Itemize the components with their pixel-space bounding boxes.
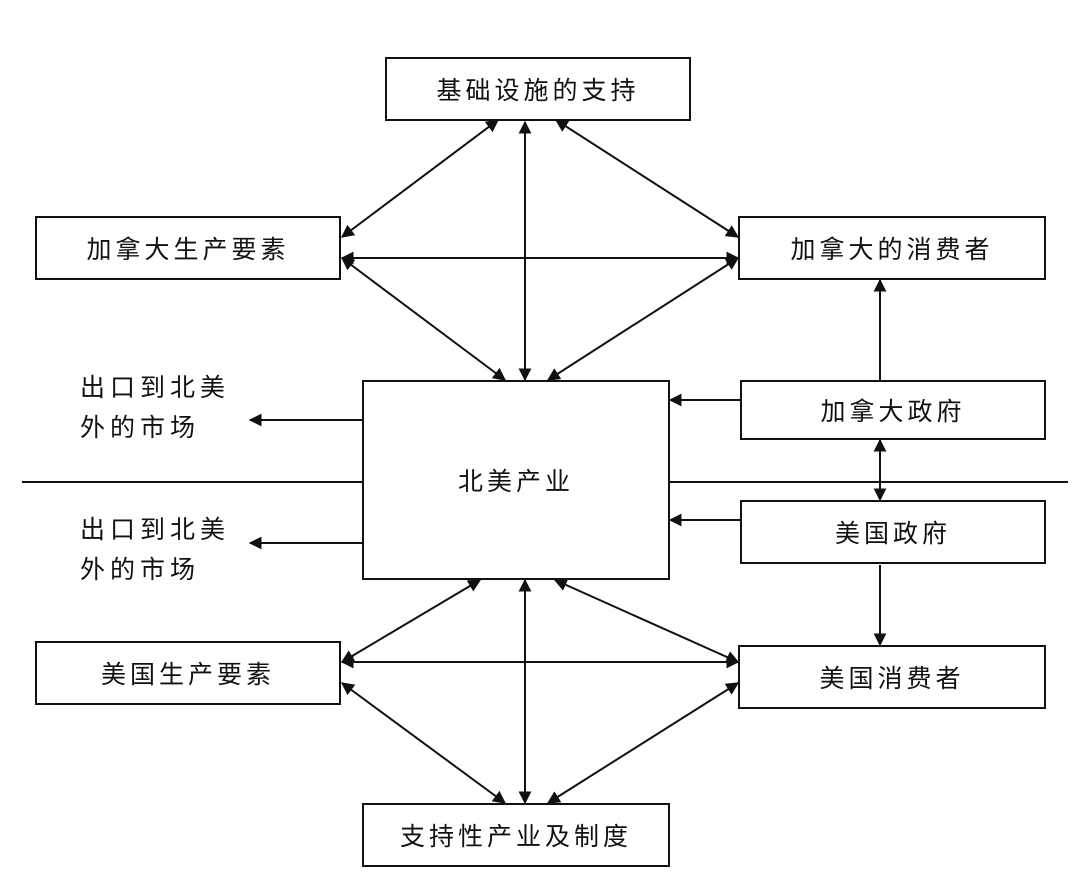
us-consumers-box: 美国消费者 <box>738 645 1046 709</box>
ca-consumers-box: 加拿大的消费者 <box>738 216 1046 280</box>
arrow-infra-ca-consumers <box>554 119 740 238</box>
arrow-us-consumers-support <box>546 682 740 804</box>
arrow-na-industry-us-factors <box>340 579 482 663</box>
arrow-ca-factors-na-industry <box>340 257 507 381</box>
na-industry-box: 北美产业 <box>362 380 670 580</box>
arrow-us-factors-support <box>340 682 507 804</box>
export-label-bottom-line2: 外的市场 <box>80 555 201 584</box>
export-label-bottom: 出口到北美 外的市场 <box>80 510 230 590</box>
arrow-infra-ca-factors <box>340 119 500 238</box>
support-industries-box: 支持性产业及制度 <box>362 803 670 867</box>
us-factors-box: 美国生产要素 <box>35 641 341 705</box>
export-label-top: 出口到北美 外的市场 <box>80 368 230 448</box>
ca-factors-box: 加拿大生产要素 <box>35 216 341 280</box>
export-label-top-line1: 出口到北美 <box>80 373 231 402</box>
arrow-ca-consumers-na-industry <box>546 257 740 381</box>
export-label-top-line2: 外的市场 <box>80 413 201 442</box>
arrow-na-industry-us-consumers <box>553 578 740 664</box>
us-government-box: 美国政府 <box>740 500 1046 564</box>
ca-government-box: 加拿大政府 <box>740 380 1046 440</box>
export-label-bottom-line1: 出口到北美 <box>80 515 231 544</box>
infrastructure-box: 基础设施的支持 <box>385 57 691 121</box>
